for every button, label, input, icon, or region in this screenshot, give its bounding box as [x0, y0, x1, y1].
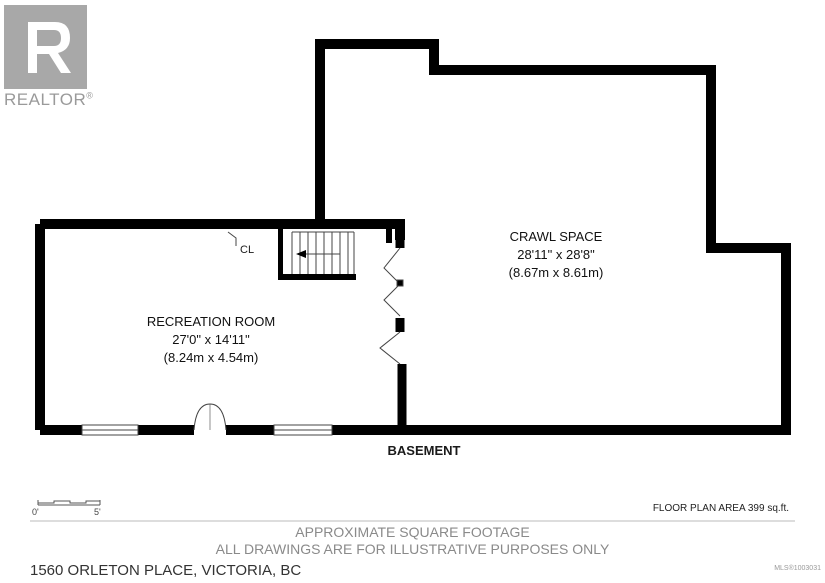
- closet: [227, 231, 237, 246]
- stairwell: [278, 229, 392, 280]
- mls-number: MLS®1003031: [774, 565, 821, 572]
- realtor-logo-text: REALTOR®: [4, 90, 94, 109]
- window: [81, 424, 333, 436]
- recreation-room-label: RECREATION ROOM 27'0" x 14'11" (8.24m x …: [136, 313, 286, 367]
- scale-start-label: 0': [32, 507, 39, 517]
- floor-plan-area: FLOOR PLAN AREA 399 sq.ft.: [652, 503, 789, 514]
- disclaimer-line-1: APPROXIMATE SQUARE FOOTAGE: [295, 524, 530, 540]
- exterior-walls: [35, 39, 791, 435]
- room-dimensions-metric: (8.24m x 4.54m): [163, 350, 259, 365]
- property-address: 1560 ORLETON PLACE, VICTORIA, BC: [30, 562, 302, 579]
- disclaimer-line-2: ALL DRAWINGS ARE FOR ILLUSTRATIVE PURPOS…: [215, 541, 610, 557]
- interior-wall: [395, 224, 407, 432]
- room-name: CRAWL SPACE: [509, 229, 603, 244]
- double-door-swing: [379, 247, 404, 365]
- door-swing: [193, 403, 227, 431]
- room-dimensions-metric: (8.67m x 8.61m): [508, 265, 604, 280]
- scale-end-label: 5': [94, 507, 101, 517]
- floor-label: BASEMENT: [387, 443, 461, 458]
- realtor-r-logo-icon: [4, 5, 87, 89]
- room-dimensions-imperial: 28'11" x 28'8": [517, 247, 595, 262]
- closet-label: CL: [240, 244, 255, 256]
- scale-bar: [37, 500, 101, 506]
- room-name: RECREATION ROOM: [146, 314, 276, 329]
- crawl-space-label: CRAWL SPACE 28'11" x 28'8" (8.67m x 8.61…: [496, 228, 616, 282]
- room-dimensions-imperial: 27'0" x 14'11": [172, 332, 250, 347]
